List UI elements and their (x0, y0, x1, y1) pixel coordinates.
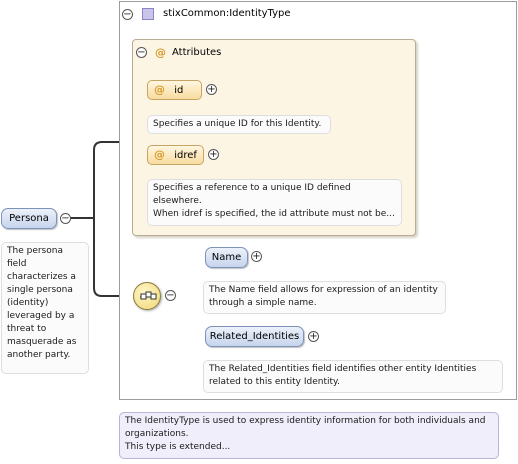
sequence-icon (140, 291, 157, 300)
type-annotation: The IdentityType is used to express iden… (119, 412, 499, 459)
attribute-icon: @ (154, 83, 165, 96)
name-annotation: The Name field allows for expression of … (203, 281, 446, 314)
attribute-icon: @ (155, 46, 166, 59)
complex-type-icon (142, 8, 154, 20)
element-name[interactable]: Name (205, 247, 248, 268)
element-persona[interactable]: Persona (1, 208, 57, 229)
attribute-idref-annotation: Specifies a reference to a unique ID def… (147, 179, 402, 226)
expand-id-icon[interactable]: + (206, 84, 217, 95)
attributes-title: Attributes (172, 47, 222, 58)
related-identities-annotation: The Related_Identities field identifies … (203, 360, 503, 393)
attribute-id-annotation: Specifies a unique ID for this Identity. (147, 115, 331, 134)
collapse-type-icon[interactable]: − (122, 9, 133, 20)
element-related-identities[interactable]: Related_Identities (205, 326, 304, 347)
attribute-icon: @ (154, 148, 165, 161)
expand-idref-icon[interactable]: + (208, 149, 219, 160)
collapse-persona-icon[interactable]: − (60, 213, 71, 224)
attribute-idref[interactable]: @ idref (147, 145, 204, 165)
expand-name-icon[interactable]: + (251, 251, 262, 262)
connector-root-to-type (70, 141, 132, 219)
type-name: stixCommon:IdentityType (163, 8, 291, 19)
collapse-attributes-icon[interactable]: − (136, 47, 147, 58)
persona-annotation: The persona field characterizes a single… (1, 242, 89, 374)
attribute-name: idref (174, 150, 197, 161)
collapse-sequence-icon[interactable]: − (165, 290, 176, 301)
connector-root-to-sequence (93, 218, 133, 297)
attribute-name: id (174, 85, 184, 96)
expand-related-identities-icon[interactable]: + (308, 331, 319, 342)
sequence-compositor[interactable] (133, 282, 161, 310)
attribute-id[interactable]: @ id (147, 80, 202, 100)
